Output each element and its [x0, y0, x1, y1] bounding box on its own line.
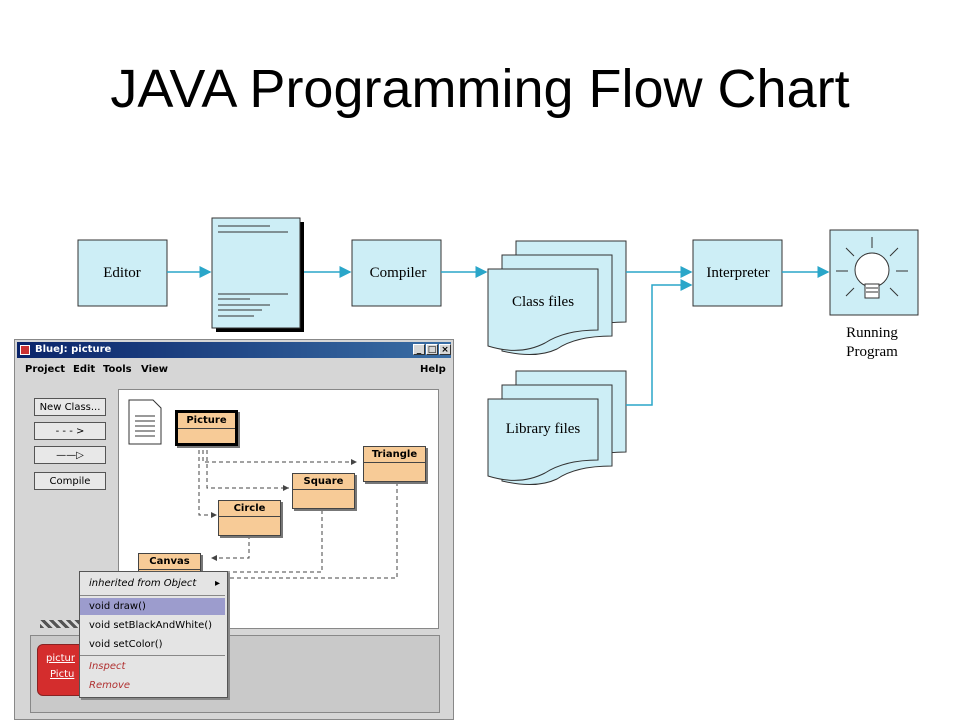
menu-inherited-label: inherited from Object	[89, 578, 197, 589]
class-circle-label: Circle	[219, 501, 280, 517]
menu-help[interactable]: Help	[420, 364, 446, 375]
minimize-icon[interactable]: _	[413, 344, 425, 355]
menu-item-inspect[interactable]: Inspect	[89, 661, 126, 672]
new-class-button[interactable]: New Class...	[34, 398, 106, 416]
interpreter-label: Interpreter	[706, 265, 769, 281]
class-square[interactable]: Square	[292, 473, 355, 509]
inherits-arrow-button[interactable]: ——▷	[34, 446, 106, 464]
compiler-label: Compiler	[370, 265, 427, 281]
menu-item-set-color[interactable]: void setColor()	[89, 639, 163, 650]
running-label-line2: Program	[846, 344, 898, 360]
library-files-icon	[487, 370, 627, 485]
submenu-arrow-icon: ▸	[214, 578, 220, 589]
progress-indicator	[40, 620, 90, 628]
menu-tools[interactable]: Tools	[103, 364, 132, 375]
class-square-label: Square	[293, 474, 354, 490]
menu-inherited-from-object[interactable]: inherited from Object ▸	[80, 575, 225, 592]
class-files-label: Class files	[512, 294, 574, 310]
compile-button[interactable]: Compile	[34, 472, 106, 490]
class-files-icon	[487, 240, 627, 355]
class-picture[interactable]: Picture	[175, 410, 238, 446]
menu-edit[interactable]: Edit	[73, 364, 96, 375]
menu-item-remove[interactable]: Remove	[89, 680, 131, 691]
class-picture-label: Picture	[178, 413, 235, 429]
class-circle[interactable]: Circle	[218, 500, 281, 536]
class-triangle-label: Triangle	[364, 447, 425, 463]
menu-item-set-black-and-white[interactable]: void setBlackAndWhite()	[89, 620, 213, 631]
maximize-icon[interactable]: □	[426, 344, 438, 355]
object-card-line2: Pictu	[50, 669, 75, 680]
menu-project[interactable]: Project	[25, 364, 66, 375]
interpreter-box	[692, 239, 783, 307]
library-files-label: Library files	[506, 421, 581, 437]
class-dependency-lines	[128, 399, 398, 579]
bluej-window: BlueJ: picture _ □ × Project Edit Tools …	[14, 339, 454, 720]
menu-view[interactable]: View	[141, 364, 169, 375]
bluej-titlebar: BlueJ: picture _ □ ×	[17, 342, 451, 358]
class-canvas-label: Canvas	[139, 554, 200, 570]
menu-item-draw[interactable]: void draw()	[80, 598, 225, 615]
running-label-line1: Running	[846, 325, 898, 341]
slide-title: JAVA Programming Flow Chart	[110, 59, 850, 119]
bluej-window-title: BlueJ: picture	[35, 344, 112, 355]
menu-separator	[80, 595, 225, 596]
bluej-app-icon	[20, 345, 30, 355]
arrow-library-to-interpreter	[626, 279, 693, 406]
bluej-menubar: Project Edit Tools View Help	[17, 360, 451, 378]
object-card-line1: pictur	[46, 653, 75, 664]
editor-label: Editor	[103, 265, 141, 281]
context-menu: inherited from Object ▸ void draw() void…	[79, 571, 228, 698]
compiler-box	[351, 239, 442, 307]
source-document-icon	[211, 217, 304, 332]
close-icon[interactable]: ×	[439, 344, 451, 355]
readme-document-icon	[128, 399, 162, 445]
lightbulb-icon	[829, 229, 919, 316]
menu-separator	[80, 655, 225, 656]
class-triangle[interactable]: Triangle	[363, 446, 426, 482]
uses-arrow-button[interactable]: - - - >	[34, 422, 106, 440]
editor-box	[77, 239, 168, 307]
